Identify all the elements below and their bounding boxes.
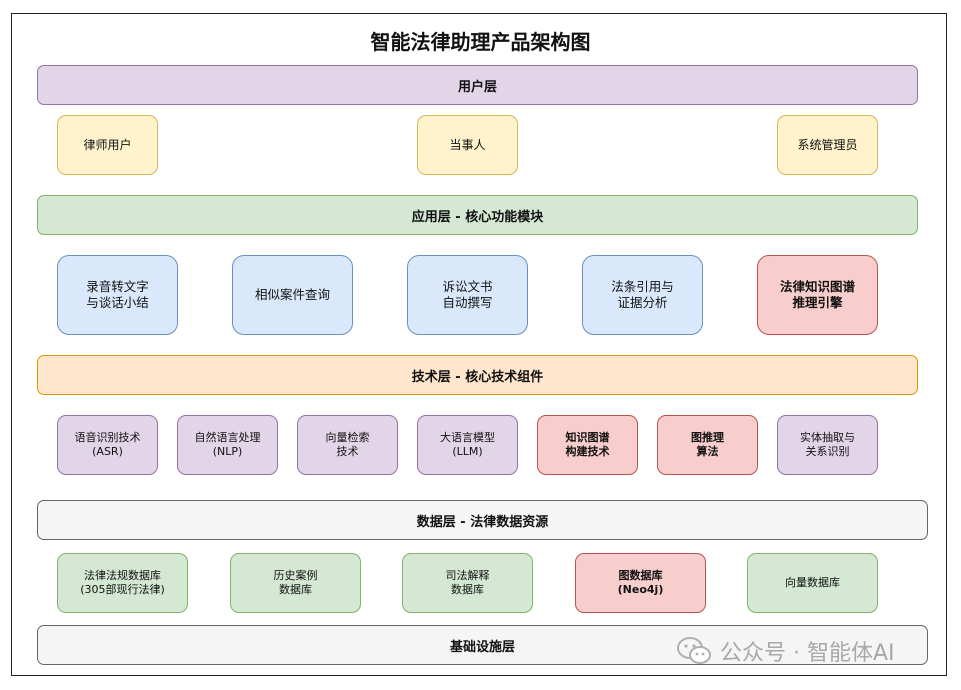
tech-component-label: 构建技术 bbox=[565, 445, 610, 458]
user-layer-bar: 用户层 bbox=[37, 65, 918, 105]
data-source-judicial-interpretation-db: 司法解释 数据库 bbox=[402, 553, 533, 613]
tech-component-label: (NLP) bbox=[212, 445, 243, 458]
user-node-label: 当事人 bbox=[449, 137, 486, 152]
data-source-label: 司法解释 bbox=[445, 569, 490, 582]
tech-component-label: 语音识别技术 bbox=[74, 431, 141, 444]
tech-component-label: (ASR) bbox=[92, 445, 123, 458]
data-source-graph-db: 图数据库 (Neo4j) bbox=[575, 553, 706, 613]
tech-component-label: 关系识别 bbox=[805, 445, 850, 458]
tech-component-label: 知识图谱 bbox=[565, 431, 610, 444]
data-source-vector-db: 向量数据库 bbox=[747, 553, 878, 613]
tech-component-label: 大语言模型 bbox=[440, 431, 495, 444]
tech-component-vector-retrieval: 向量检索 技术 bbox=[297, 415, 398, 475]
user-node-party: 当事人 bbox=[417, 115, 518, 175]
app-module-label: 诉讼文书 bbox=[442, 279, 493, 294]
app-module-label: 法条引用与 bbox=[611, 279, 674, 294]
tech-component-kg-construction: 知识图谱 构建技术 bbox=[537, 415, 638, 475]
app-module-label: 自动撰写 bbox=[442, 295, 493, 310]
user-node-label: 系统管理员 bbox=[797, 137, 858, 152]
tech-component-label: 技术 bbox=[336, 445, 359, 458]
data-source-label: 历史案例 bbox=[273, 569, 318, 582]
app-module-label: 证据分析 bbox=[617, 295, 668, 310]
data-source-case-history-db: 历史案例 数据库 bbox=[230, 553, 361, 613]
data-source-label: 向量数据库 bbox=[785, 576, 840, 589]
tech-layer-bar: 技术层 - 核心技术组件 bbox=[37, 355, 918, 395]
tech-component-graph-reasoning: 图推理 算法 bbox=[657, 415, 758, 475]
data-source-statutes-db: 法律法规数据库 (305部现行法律) bbox=[57, 553, 188, 613]
data-layer-bar: 数据层 - 法律数据资源 bbox=[37, 500, 928, 540]
app-module-label: 推理引擎 bbox=[792, 295, 843, 310]
data-source-label: 数据库 bbox=[279, 583, 312, 596]
tech-component-asr: 语音识别技术 (ASR) bbox=[57, 415, 158, 475]
data-source-label: 数据库 bbox=[451, 583, 484, 596]
app-module-kg-reasoning: 法律知识图谱 推理引擎 bbox=[757, 255, 878, 335]
tech-component-llm: 大语言模型 (LLM) bbox=[417, 415, 518, 475]
tech-component-entity-extraction: 实体抽取与 关系识别 bbox=[777, 415, 878, 475]
tech-component-label: 自然语言处理 bbox=[194, 431, 261, 444]
app-module-label: 相似案件查询 bbox=[254, 287, 330, 302]
user-node-admin: 系统管理员 bbox=[777, 115, 878, 175]
tech-component-label: 图推理 bbox=[691, 431, 724, 444]
tech-component-label: 算法 bbox=[696, 445, 719, 458]
app-module-case-search: 相似案件查询 bbox=[232, 255, 353, 335]
watermark: 公众号 · 智能体AI bbox=[676, 635, 895, 667]
data-source-label: (305部现行法律) bbox=[80, 583, 165, 596]
data-source-label: (Neo4j) bbox=[617, 583, 664, 596]
app-module-statute-evidence: 法条引用与 证据分析 bbox=[582, 255, 703, 335]
app-module-label: 录音转文字 bbox=[86, 279, 149, 294]
watermark-text: 公众号 · 智能体AI bbox=[720, 641, 895, 666]
data-source-label: 法律法规数据库 bbox=[84, 569, 161, 582]
app-layer-bar: 应用层 - 核心功能模块 bbox=[37, 195, 918, 235]
app-module-transcription: 录音转文字 与谈话小结 bbox=[57, 255, 178, 335]
data-source-label: 图数据库 bbox=[618, 569, 663, 582]
app-module-label: 与谈话小结 bbox=[86, 295, 149, 310]
user-node-label: 律师用户 bbox=[83, 137, 132, 152]
tech-component-label: 向量检索 bbox=[325, 431, 370, 444]
diagram-title: 智能法律助理产品架构图 bbox=[370, 30, 591, 54]
app-module-document-drafting: 诉讼文书 自动撰写 bbox=[407, 255, 528, 335]
infrastructure-layer-bar: 基础设施层 bbox=[37, 625, 928, 665]
user-node-lawyer: 律师用户 bbox=[57, 115, 158, 175]
tech-component-label: (LLM) bbox=[452, 445, 483, 458]
tech-component-nlp: 自然语言处理 (NLP) bbox=[177, 415, 278, 475]
wechat-icon bbox=[676, 636, 712, 666]
tech-component-label: 实体抽取与 bbox=[800, 431, 855, 444]
app-module-label: 法律知识图谱 bbox=[779, 279, 855, 294]
diagram-frame bbox=[11, 13, 947, 676]
